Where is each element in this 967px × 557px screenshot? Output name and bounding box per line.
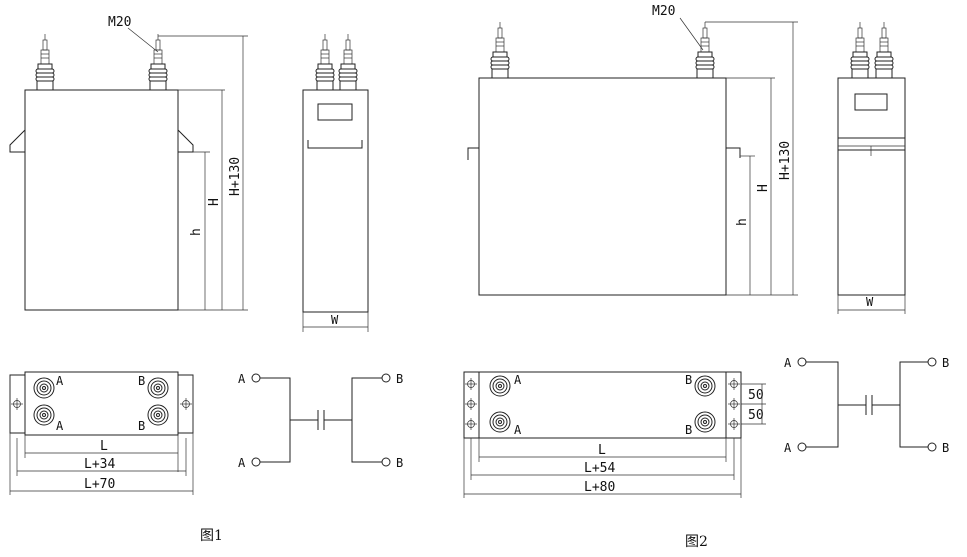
fig2-thread-label: M20 [652, 4, 675, 19]
fig1-side-view [302, 33, 369, 332]
fig2-term-A-bottom: A [514, 423, 522, 437]
fig1-caption: 图1 [200, 528, 223, 544]
fig1-dim-W: W [331, 313, 339, 327]
fig1-dim-L: L [100, 439, 108, 454]
fig1-dim-L34: L+34 [84, 457, 115, 472]
fig1-dim-H: H [207, 198, 222, 206]
figure-2: M20 h H H+130 W [463, 4, 949, 550]
fig2-sch-A-top: A [784, 356, 792, 370]
fig2-term-B-top: B [685, 373, 692, 387]
fig1-term-A-top: A [56, 374, 64, 388]
fig1-sch-B-top: B [396, 372, 403, 386]
fig1-dim-h: h [189, 228, 204, 236]
fig2-front-view [467, 17, 798, 296]
fig2-top-view [463, 371, 766, 498]
fig2-dim-W: W [866, 295, 874, 309]
fig1-top-view [9, 371, 194, 495]
fig2-term-B-bottom: B [685, 423, 692, 437]
fig2-side-view [837, 21, 906, 314]
fig1-term-A-bottom: A [56, 419, 64, 433]
fig1-sch-A-top: A [238, 372, 246, 386]
fig2-dim-50-top: 50 [748, 388, 764, 403]
fig1-sch-B-bottom: B [396, 456, 403, 470]
fig2-dim-H130: H+130 [778, 141, 793, 180]
fig1-schematic [251, 373, 391, 467]
fig2-dim-L54: L+54 [584, 461, 615, 476]
fig1-dim-H130: H+130 [228, 157, 243, 196]
fig1-thread-label: M20 [108, 15, 131, 30]
figure-1: M20 h H H+130 W [9, 15, 403, 544]
fig2-sch-B-bottom: B [942, 441, 949, 455]
fig2-schematic [797, 357, 937, 452]
fig1-dim-L70: L+70 [84, 477, 115, 492]
fig1-sch-A-bottom: A [238, 456, 246, 470]
fig1-front-view [9, 27, 248, 311]
fig1-term-B-bottom: B [138, 419, 145, 433]
fig2-sch-B-top: B [942, 356, 949, 370]
fig2-term-A-top: A [514, 373, 522, 387]
fig2-dim-L80: L+80 [584, 480, 615, 495]
fig2-dim-50-bottom: 50 [748, 408, 764, 423]
fig2-caption: 图2 [685, 534, 708, 550]
fig2-dim-L: L [598, 443, 606, 458]
fig2-sch-A-bottom: A [784, 441, 792, 455]
fig1-term-B-top: B [138, 374, 145, 388]
fig2-dim-h: h [735, 218, 750, 226]
fig2-dim-H: H [756, 184, 771, 192]
